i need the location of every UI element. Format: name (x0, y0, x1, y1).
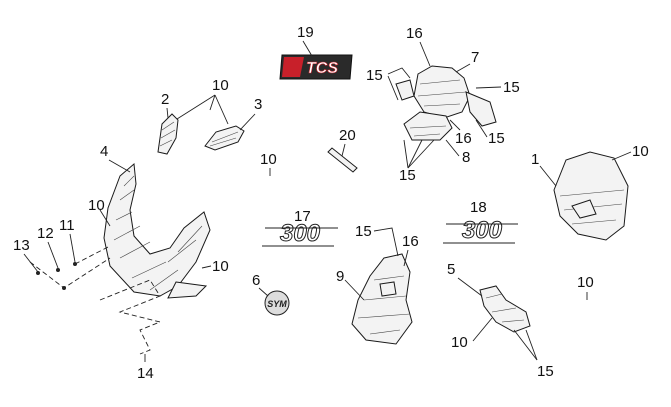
callout-10-b: 10 (88, 197, 105, 214)
callout-15-e: 15 (355, 223, 372, 240)
callout-10-d: 10 (260, 151, 277, 168)
emblem-18-text: 300 (462, 217, 503, 244)
callout-15-c: 15 (488, 130, 505, 147)
callout-4: 4 (100, 143, 108, 160)
part-4-front-fairing (103, 162, 211, 299)
callout-16-c: 16 (402, 233, 419, 250)
callout-2: 2 (161, 91, 169, 108)
callout-9: 9 (336, 268, 344, 285)
logo-decal-19: TCS (279, 54, 353, 80)
callout-18: 18 (470, 199, 487, 216)
callout-20: 20 (339, 127, 356, 144)
callout-10-a: 10 (212, 77, 229, 94)
part-3-right-cover (204, 125, 245, 151)
emblem-17: 300 (262, 220, 338, 248)
callout-7: 7 (471, 49, 479, 66)
callout-15-f: 15 (537, 363, 554, 380)
logo-decal-19-text: TCS (306, 60, 338, 77)
emblem-17-text: 300 (280, 220, 321, 247)
emblem-18: 300 (443, 217, 518, 245)
callout-13: 13 (13, 237, 30, 254)
callout-19: 19 (297, 24, 314, 41)
callout-10-f: 10 (451, 334, 468, 351)
callout-8: 8 (462, 149, 470, 166)
callout-15-a: 15 (366, 67, 383, 84)
callout-1: 1 (531, 151, 539, 168)
callout-16-b: 16 (455, 130, 472, 147)
callout-11: 11 (59, 217, 75, 234)
callout-15-d: 15 (399, 167, 416, 184)
callout-10-e: 10 (632, 143, 649, 160)
callout-12: 12 (37, 225, 54, 242)
part-1-front-cover (553, 151, 629, 241)
callout-16-a: 16 (406, 25, 423, 42)
callout-14: 14 (137, 365, 154, 382)
part-9-front-panel (351, 253, 413, 345)
part-7-inner-panel (395, 65, 497, 141)
callout-10-g: 10 (577, 274, 594, 291)
part-20-rod (327, 147, 358, 173)
callout-6: 6 (252, 272, 260, 289)
callout-10-c: 10 (212, 258, 229, 275)
callout-5: 5 (447, 261, 455, 278)
part-5-bracket (479, 285, 531, 333)
badge-6-text: SYM (267, 299, 287, 309)
assembly-guide-14 (99, 279, 162, 355)
callout-15-b: 15 (503, 79, 520, 96)
badge-6: SYM (264, 290, 290, 316)
callout-17: 17 (294, 208, 311, 225)
callout-3: 3 (254, 96, 262, 113)
part-2-left-cover (157, 113, 179, 155)
